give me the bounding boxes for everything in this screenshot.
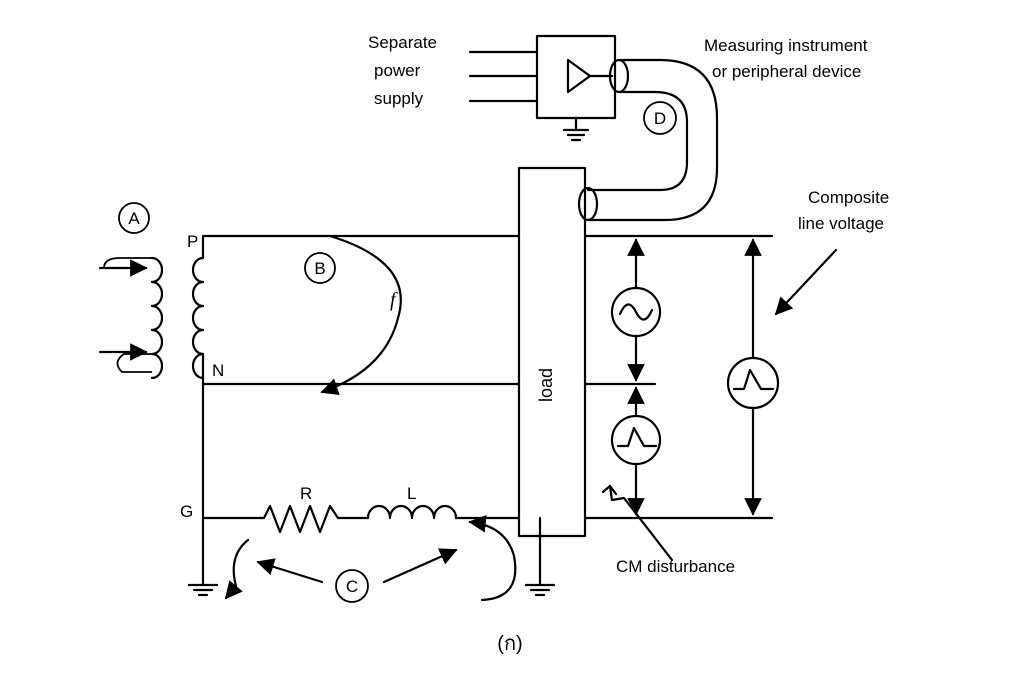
load-block — [517, 166, 587, 538]
ground-right-icon — [524, 583, 556, 597]
composite-pointer — [774, 248, 838, 316]
inductor-label: L — [407, 484, 416, 503]
cable-connector-bottom-icon — [577, 186, 599, 222]
circle-label-c: C — [335, 569, 369, 603]
loop-b-arc — [320, 234, 402, 396]
node-g-label: G — [180, 502, 193, 521]
instrument-label-1: Measuring instrument — [704, 36, 868, 55]
cable-connector-top-icon — [608, 58, 630, 94]
cm-pointer — [608, 484, 674, 562]
svg-text:C: C — [346, 577, 358, 596]
composite-pulse-icon — [726, 356, 780, 410]
composite-label-1: Composite — [808, 188, 889, 207]
svg-text:A: A — [128, 209, 140, 228]
instrument-ground-icon — [562, 116, 590, 142]
load-label: load — [536, 368, 556, 402]
c-pointer-right — [382, 548, 458, 584]
cm-disturbance-label: CM disturbance — [616, 557, 735, 576]
ground-left-icon — [187, 583, 219, 597]
c-current-right — [468, 515, 517, 602]
resistor-label: R — [300, 484, 312, 503]
amplifier-icon — [566, 58, 592, 94]
instrument-label-2: or peripheral device — [712, 62, 861, 81]
circle-label-a: A — [118, 202, 150, 234]
circle-label-d: D — [643, 101, 677, 135]
transformer-icon — [98, 234, 205, 386]
svg-text:B: B — [314, 259, 325, 278]
flux-symbol-label: f — [390, 289, 398, 311]
node-n-label: N — [212, 361, 224, 380]
composite-label-2: line voltage — [798, 214, 884, 233]
svg-text:D: D — [654, 109, 666, 128]
separate-power-label-3: supply — [374, 89, 424, 108]
cable-loop — [577, 58, 719, 222]
pulse-source-icon — [610, 414, 662, 466]
c-current-left — [224, 538, 250, 600]
ground-wire — [201, 504, 542, 587]
separate-power-label-2: power — [374, 61, 421, 80]
circle-label-b: B — [304, 252, 336, 284]
node-p-label: P — [187, 232, 198, 251]
instrument-box — [468, 34, 617, 142]
inductor-icon — [366, 504, 458, 520]
separate-power-label-1: Separate — [368, 33, 437, 52]
figure-caption: (ก) — [497, 633, 522, 655]
resistor-icon — [262, 504, 340, 534]
sine-source-icon — [610, 286, 662, 338]
c-pointer-left — [256, 558, 324, 584]
